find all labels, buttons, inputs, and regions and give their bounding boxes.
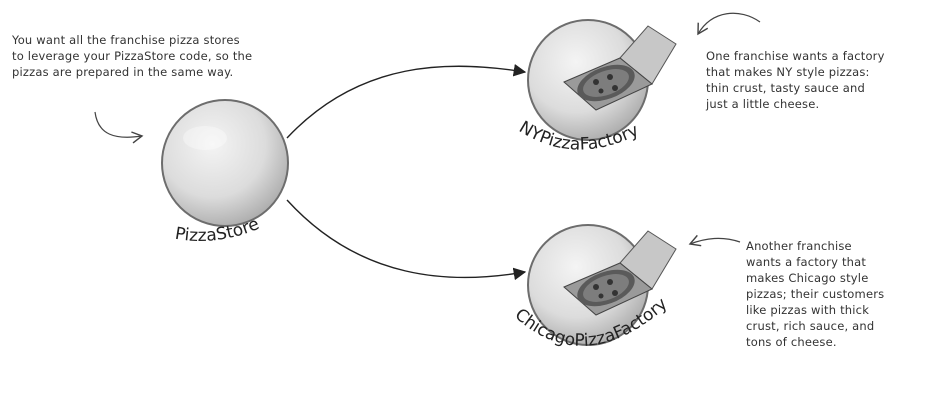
intro-note-line: to leverage your PizzaStore code, so the [12, 49, 253, 63]
chicago-note-line: Another franchise [746, 239, 852, 253]
intro-note-line: You want all the franchise pizza stores [12, 33, 240, 47]
chicago-note-line: makes Chicago style [746, 271, 869, 285]
ny-note-line: One franchise wants a factory [706, 49, 885, 63]
intro-note-line: pizzas are prepared in the same way. [12, 65, 234, 79]
chicago-note-line: like pizzas with thick [746, 303, 870, 317]
chicago-note-line: crust, rich sauce, and [746, 319, 875, 333]
ny-note: One franchise wants a factory that makes… [706, 48, 885, 112]
pointer-chicago [688, 234, 741, 247]
chicago-note-line: wants a factory that [746, 255, 867, 269]
chicago-factory-node [527, 224, 677, 346]
chicago-note: Another franchise wants a factory that m… [746, 238, 884, 350]
ny-note-line: that makes NY style pizzas: [706, 65, 870, 79]
ny-note-line: just a little cheese. [706, 97, 820, 111]
ny-note-line: thin crust, tasty sauce and [706, 81, 866, 95]
pizza-box-icon [563, 25, 677, 111]
chicago-note-line: pizzas; their customers [746, 287, 885, 301]
pizza-store-node [161, 99, 289, 227]
pointer-ny [697, 12, 761, 36]
ny-factory-node [527, 19, 677, 141]
chicago-note-line: tons of cheese. [746, 335, 837, 349]
arrow-store-to-chicago [286, 199, 527, 281]
pointer-intro [94, 111, 144, 144]
arrow-store-to-ny [286, 63, 527, 139]
pizza-box-icon [563, 230, 677, 316]
intro-note: You want all the franchise pizza stores … [12, 32, 252, 80]
